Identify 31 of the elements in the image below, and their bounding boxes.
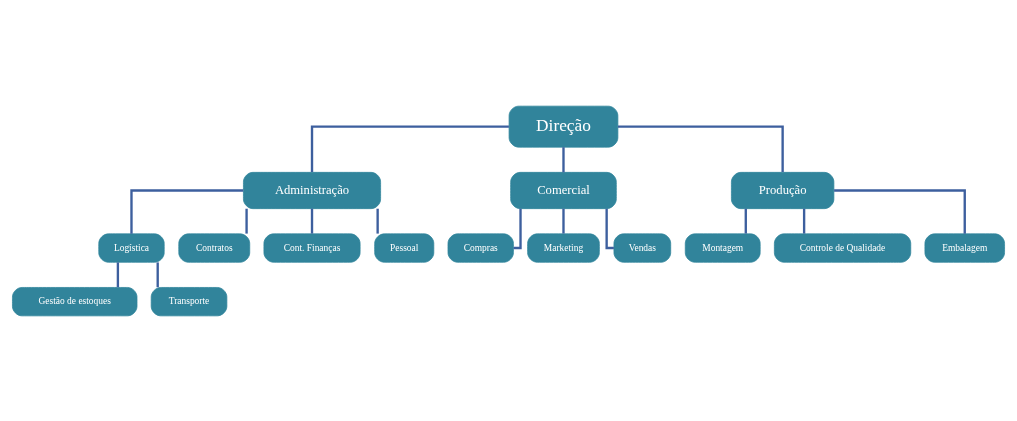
connector — [562, 208, 565, 234]
node-box: Marketing — [527, 232, 600, 263]
connector — [116, 261, 120, 287]
node-box: Produção — [731, 171, 835, 209]
connector — [617, 124, 784, 172]
node-box: Cont. Finanças — [263, 232, 361, 263]
connector — [605, 208, 614, 249]
node-box: Vendas — [613, 232, 672, 263]
node-box: Direção — [508, 105, 619, 148]
connector — [744, 208, 747, 234]
connector — [310, 124, 509, 172]
node-box: Transporte — [150, 286, 228, 316]
node-box: Comercial — [510, 171, 617, 209]
node-box: Montagem — [684, 232, 761, 263]
node-box: Administração — [243, 171, 381, 209]
connector — [245, 208, 248, 234]
connector — [156, 261, 159, 287]
node-box: Embalagem — [924, 232, 1005, 263]
node-box: Pessoal — [374, 232, 435, 263]
node-box: Logística — [98, 232, 165, 263]
connector — [802, 208, 806, 234]
connector — [834, 188, 966, 234]
connector — [310, 208, 314, 234]
connector — [513, 208, 522, 249]
node-box: Gestão de estoques — [12, 286, 138, 316]
node-box: Controle de Qualidade — [773, 232, 912, 263]
connector — [376, 208, 379, 234]
node-box: Compras — [447, 232, 514, 263]
node-box: Contratos — [178, 232, 251, 263]
connector — [130, 188, 244, 234]
connector — [562, 146, 565, 172]
